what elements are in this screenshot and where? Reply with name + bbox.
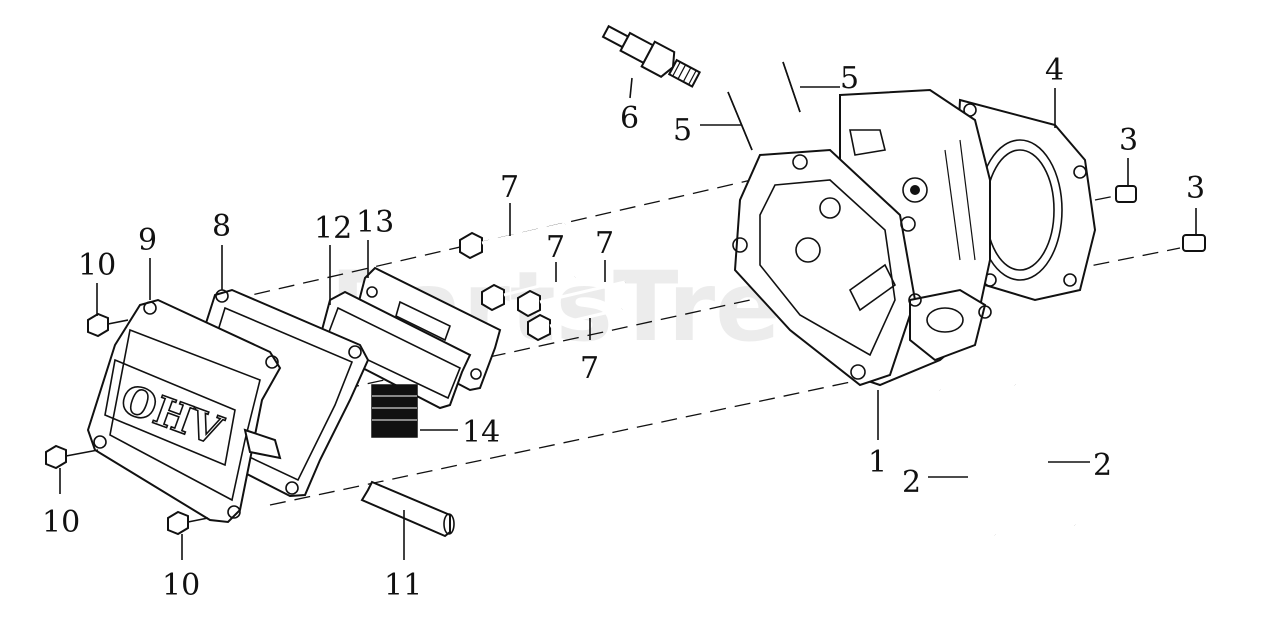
flange-bolt-part-b[interactable] xyxy=(45,444,99,470)
spark-plug-part[interactable] xyxy=(599,19,702,92)
dowel-part-a[interactable] xyxy=(1115,185,1137,203)
push-rod-part-a[interactable] xyxy=(938,389,997,536)
callout-6: 6 xyxy=(620,101,639,136)
callout-3: 3 xyxy=(1119,123,1138,158)
callout-7: 7 xyxy=(500,170,519,205)
flange-bolt-part-c[interactable] xyxy=(167,510,209,536)
filter-element-part[interactable] xyxy=(371,384,418,438)
breather-tube-part[interactable] xyxy=(360,480,455,538)
callout-1: 1 xyxy=(868,445,887,480)
callout-3: 3 xyxy=(1186,171,1205,206)
callout-10: 10 xyxy=(162,568,200,603)
valve-cover-part[interactable]: OHV xyxy=(86,298,282,524)
bolt-part-a[interactable] xyxy=(459,222,566,260)
dowel-part-b[interactable] xyxy=(1182,234,1206,252)
cylinder-head-part[interactable] xyxy=(732,88,992,387)
callout-10: 10 xyxy=(42,505,80,540)
push-rod-part-b[interactable] xyxy=(1013,384,1077,526)
stud-part-lower[interactable] xyxy=(727,91,753,151)
bolt-part-c[interactable] xyxy=(517,280,626,318)
callout-13: 13 xyxy=(356,205,394,240)
callout-5: 5 xyxy=(673,113,692,148)
callout-2: 2 xyxy=(902,465,921,500)
callout-10: 10 xyxy=(78,248,116,283)
callout-11: 11 xyxy=(384,568,422,603)
callout-7: 7 xyxy=(580,351,599,386)
stud-part-upper[interactable] xyxy=(782,61,801,113)
callout-leaders xyxy=(59,86,1197,560)
callout-12: 12 xyxy=(314,211,352,246)
bolt-part-b[interactable] xyxy=(481,275,576,312)
callout-4: 4 xyxy=(1045,53,1064,88)
callout-7: 7 xyxy=(546,230,565,265)
bolt-part-d[interactable] xyxy=(527,307,623,342)
callout-2: 2 xyxy=(1093,448,1112,483)
flange-bolt-part-a[interactable] xyxy=(87,312,129,338)
callout-labels: 1 2 2 3 3 4 5 5 6 7 7 7 7 8 9 10 10 10 1… xyxy=(42,53,1205,603)
callout-14: 14 xyxy=(462,415,500,450)
callout-9: 9 xyxy=(138,223,157,258)
callout-8: 8 xyxy=(212,209,231,244)
callout-5: 5 xyxy=(840,61,859,96)
callout-7: 7 xyxy=(595,226,614,261)
